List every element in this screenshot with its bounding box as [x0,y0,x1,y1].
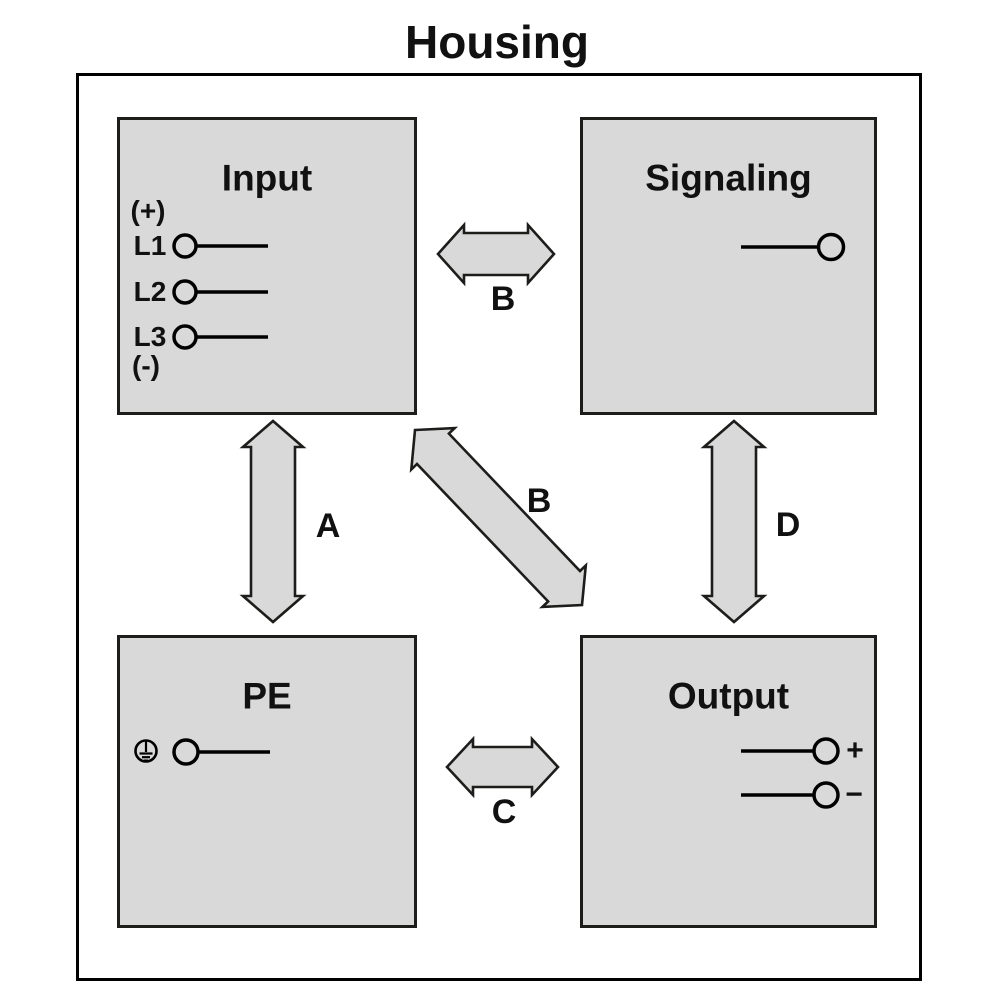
input-terminal-l3-label: L3 [133,321,167,352]
housing-outline: Input (+) L1 L2 L3 (-) Signaling PE Outp… [76,73,922,981]
pe-box-label: PE [242,675,292,717]
input-terminal-l1-label: L1 [133,230,167,261]
page-title: Housing [405,16,589,68]
arrow-b-top-label: B [490,280,516,318]
arrow-c-label: C [491,793,517,831]
arrow-a-label: A [315,507,341,545]
arrow-b-diagonal-label: B [526,482,552,520]
signaling-box-label: Signaling [645,157,812,199]
arrow-d-label: D [775,506,801,544]
input-box-label: Input [221,157,313,199]
input-box: Input (+) L1 L2 L3 (-) [117,117,417,415]
input-terminal-plus-label: (+) [130,195,166,226]
signaling-box: Signaling [580,117,877,415]
output-box: Output + − [580,635,877,928]
output-terminal-plus-label: + [846,734,864,767]
input-terminal-l2-label: L2 [133,276,167,307]
output-box-label: Output [667,675,790,717]
pe-box: PE [117,635,417,928]
output-terminal-minus-label: − [845,778,863,811]
input-terminal-minus-label: (-) [132,350,160,381]
